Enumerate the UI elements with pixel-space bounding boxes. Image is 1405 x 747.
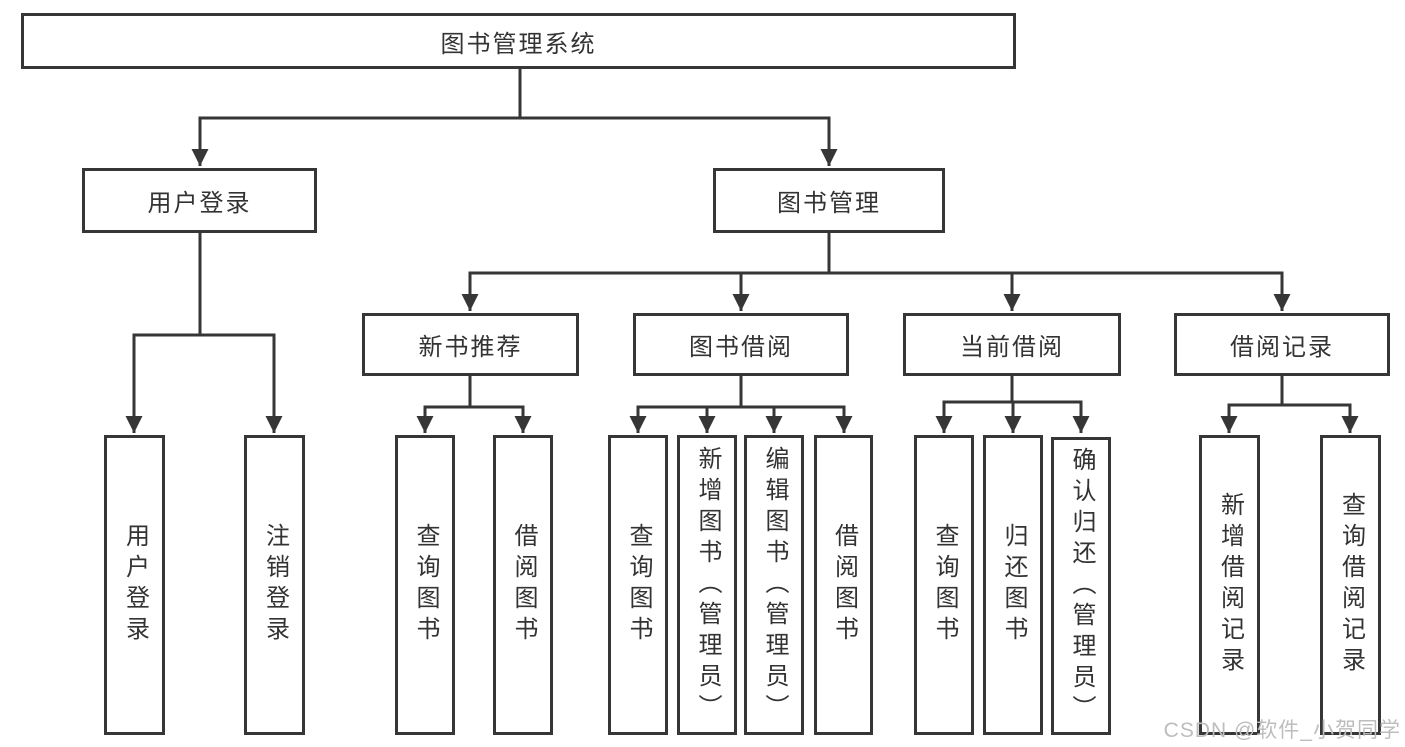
leaf-logout: 注销登录 bbox=[244, 435, 305, 735]
node-new-book-recommend: 新书推荐 bbox=[362, 313, 579, 376]
connector-root-to-level2 bbox=[191, 69, 838, 166]
leaf-bb-edit-books-admin: 编辑图书（管理员） bbox=[744, 435, 804, 735]
connector-user-login-children bbox=[125, 233, 283, 433]
leaf-nb-query-books: 查询图书 bbox=[395, 435, 455, 735]
leaf-bb-add-books-admin-label: 新增图书（管理员） bbox=[694, 445, 721, 725]
node-borrow-record-label: 借阅记录 bbox=[1230, 334, 1334, 361]
leaf-cb-return-books: 归还图书 bbox=[983, 435, 1043, 735]
leaf-bb-edit-books-admin-label: 编辑图书（管理员） bbox=[761, 445, 788, 725]
connector-book-borrow-children bbox=[629, 376, 853, 433]
connector-current-borrow-children bbox=[935, 376, 1090, 433]
node-user-login: 用户登录 bbox=[82, 168, 317, 233]
node-root-library-system: 图书管理系统 bbox=[21, 13, 1016, 69]
node-book-borrow: 图书借阅 bbox=[633, 313, 849, 376]
leaf-cb-query-books-label: 查询图书 bbox=[931, 523, 958, 647]
leaf-bb-add-books-admin: 新增图书（管理员） bbox=[677, 435, 737, 735]
leaf-bb-borrow-books: 借阅图书 bbox=[814, 435, 873, 735]
leaf-logout-label: 注销登录 bbox=[261, 523, 289, 647]
node-book-management: 图书管理 bbox=[713, 168, 945, 233]
leaf-bb-query-books-label: 查询图书 bbox=[625, 523, 652, 647]
leaf-br-query-record: 查询借阅记录 bbox=[1320, 435, 1381, 735]
connector-new-book-children bbox=[416, 376, 532, 433]
leaf-user-login-label: 用户登录 bbox=[121, 523, 149, 647]
node-root-label: 图书管理系统 bbox=[440, 30, 597, 58]
leaf-cb-return-books-label: 归还图书 bbox=[1000, 523, 1027, 647]
node-book-management-label: 图书管理 bbox=[777, 190, 881, 217]
leaf-user-login: 用户登录 bbox=[104, 435, 165, 735]
node-current-borrow: 当前借阅 bbox=[903, 313, 1121, 376]
node-book-borrow-label: 图书借阅 bbox=[689, 334, 793, 361]
leaf-cb-query-books: 查询图书 bbox=[914, 435, 974, 735]
connector-book-mgmt-to-level3 bbox=[461, 233, 1291, 311]
leaf-br-add-record: 新增借阅记录 bbox=[1199, 435, 1260, 735]
node-new-book-recommend-label: 新书推荐 bbox=[418, 334, 523, 361]
connector-borrow-record-children bbox=[1220, 376, 1359, 433]
leaf-nb-borrow-books-label: 借阅图书 bbox=[510, 523, 537, 647]
csdn-watermark: CSDN @软件_小贺同学 bbox=[1163, 719, 1401, 742]
leaf-cb-confirm-return-admin-label: 确认归还（管理员） bbox=[1068, 446, 1095, 726]
node-borrow-record: 借阅记录 bbox=[1174, 313, 1390, 376]
leaf-br-add-record-label: 新增借阅记录 bbox=[1216, 492, 1244, 678]
leaf-br-query-record-label: 查询借阅记录 bbox=[1337, 492, 1365, 678]
leaf-nb-borrow-books: 借阅图书 bbox=[493, 435, 553, 735]
node-user-login-label: 用户登录 bbox=[147, 190, 252, 217]
leaf-nb-query-books-label: 查询图书 bbox=[412, 523, 439, 647]
node-current-borrow-label: 当前借阅 bbox=[960, 334, 1064, 361]
leaf-bb-query-books: 查询图书 bbox=[608, 435, 668, 735]
leaf-bb-borrow-books-label: 借阅图书 bbox=[830, 523, 858, 647]
leaf-cb-confirm-return-admin: 确认归还（管理员） bbox=[1051, 437, 1111, 735]
